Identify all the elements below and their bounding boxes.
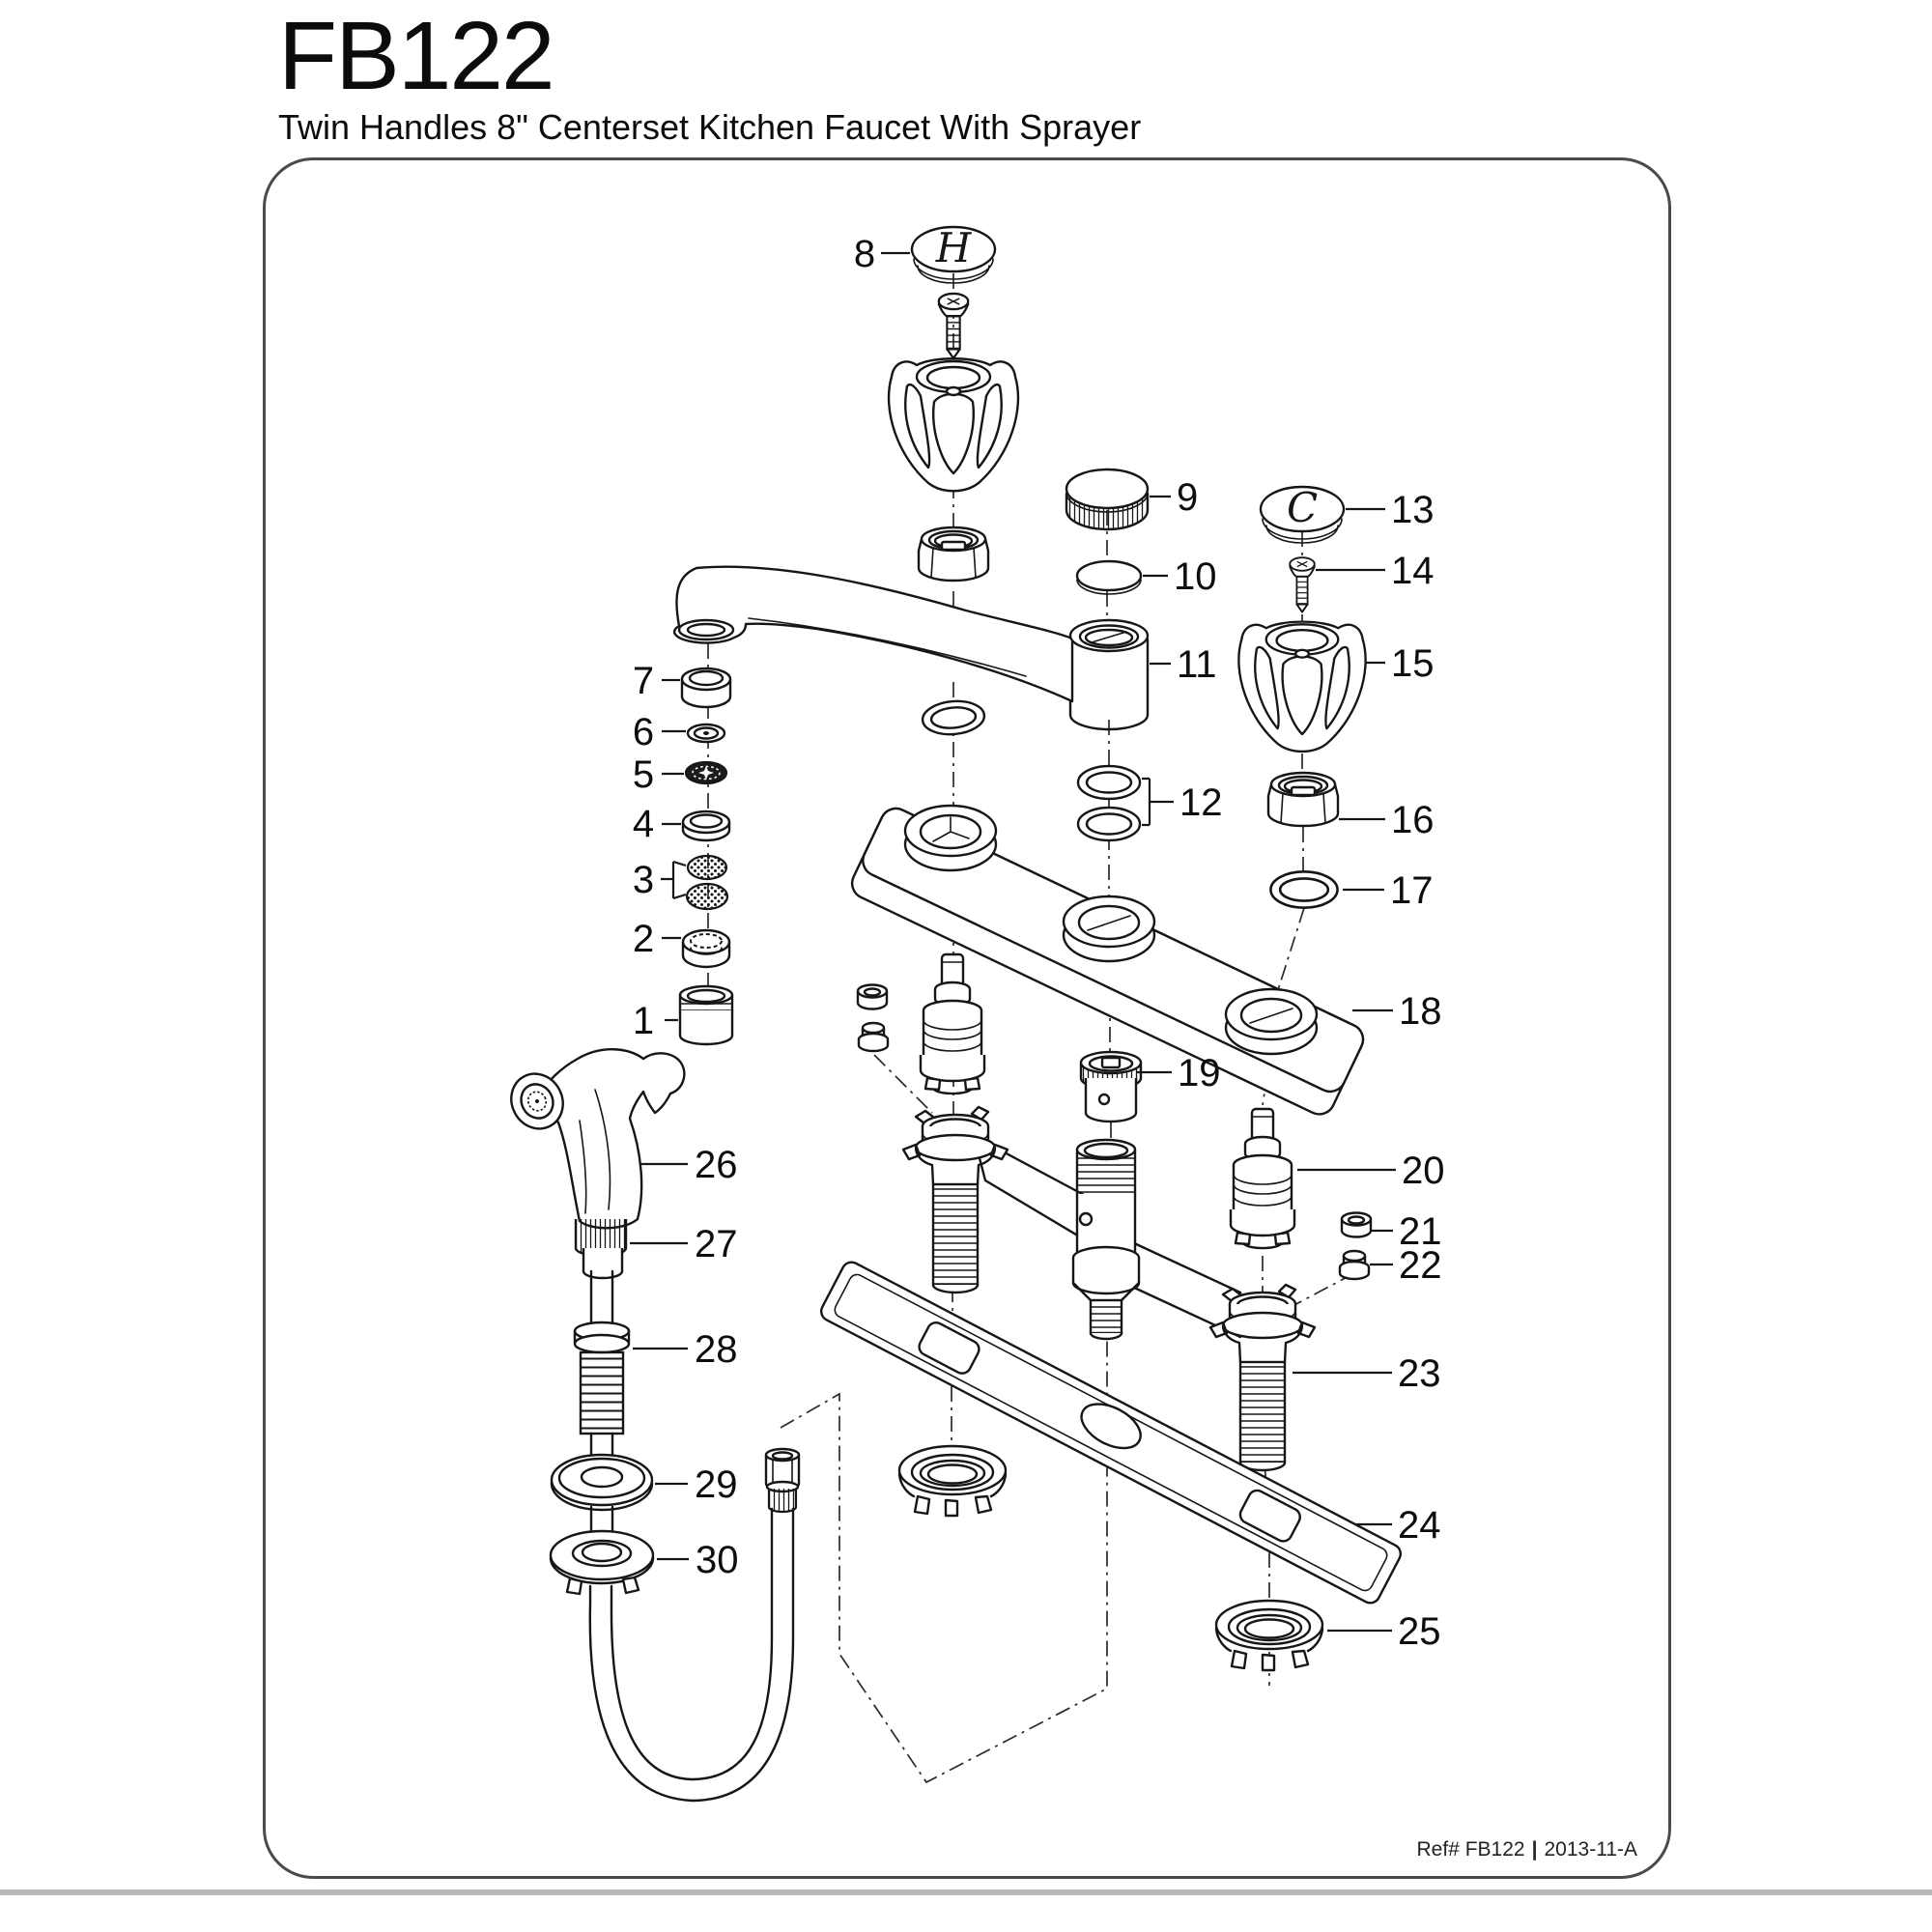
aerator-washer-6	[686, 723, 726, 744]
part-label-15: 15	[1391, 642, 1435, 685]
sprayer-nozzle	[510, 1072, 564, 1130]
faucet-body-drawing	[901, 1105, 1317, 1472]
callouts: 1 2 3 4 5 6 7 8 9 10 11 12 13 1	[630, 233, 1445, 1653]
footer-revision: 2013-11-A	[1544, 1838, 1637, 1861]
sprayer-drawing	[510, 1048, 801, 1803]
hot-cap-letter: H	[935, 224, 973, 271]
part-label-12: 12	[1179, 781, 1223, 824]
part-label-28: 28	[695, 1328, 738, 1371]
part-label-5: 5	[633, 753, 654, 796]
part-label-17: 17	[1390, 869, 1434, 912]
cold-handle-drawing	[1237, 620, 1367, 753]
deck-18-drawing	[850, 804, 1365, 1116]
seat-spring-hot	[857, 1021, 890, 1053]
handle-screw-hot	[937, 292, 970, 360]
part-label-22: 22	[1399, 1244, 1442, 1287]
spout-drawing	[672, 565, 1150, 731]
aerator-washer-4	[681, 810, 731, 842]
part-label-3: 3	[633, 859, 654, 901]
diverter-housing	[1071, 1138, 1141, 1341]
seat-seal-21	[1340, 1211, 1373, 1238]
hose-guide-28	[573, 1321, 631, 1354]
hose-corrugation	[579, 1350, 625, 1435]
part-label-6: 6	[633, 711, 654, 753]
part-label-18: 18	[1399, 990, 1442, 1033]
part-label-1: 1	[633, 1000, 654, 1042]
part-label-10: 10	[1174, 555, 1217, 598]
aerator-screen-5	[684, 760, 728, 785]
part-label-23: 23	[1398, 1352, 1441, 1395]
part-label-30: 30	[696, 1539, 739, 1581]
sprayer-washer-29	[550, 1453, 654, 1512]
cold-handle-nut-16	[1266, 771, 1340, 828]
aerator-housing-1	[678, 984, 734, 1046]
part-label-13: 13	[1391, 489, 1435, 531]
part-label-7: 7	[633, 660, 654, 702]
part-label-19: 19	[1178, 1052, 1221, 1094]
aerator-mesh-3b	[685, 882, 729, 911]
part-label-4: 4	[633, 803, 654, 845]
footer-reference: Ref# FB122 | 2013-11-A	[1058, 1838, 1637, 1861]
part-label-27: 27	[695, 1223, 738, 1265]
part-label-16: 16	[1391, 799, 1435, 841]
footer-ref-text: Ref# FB122	[1416, 1838, 1525, 1861]
cartridge-hot-drawing	[919, 952, 986, 1095]
aerator-insert-2	[681, 928, 731, 969]
aerator-stack-drawing	[678, 667, 734, 1046]
hot-handle-nut	[917, 526, 990, 582]
hot-handle-drawing	[887, 357, 1020, 493]
hose-nut	[764, 1447, 801, 1514]
sprayer-base-30	[549, 1529, 655, 1596]
part-label-26: 26	[695, 1144, 738, 1186]
part-label-11: 11	[1177, 643, 1217, 686]
disc-10-drawing	[1075, 559, 1143, 595]
page-subtitle: Twin Handles 8" Centerset Kitchen Faucet…	[278, 107, 1142, 147]
part-label-8: 8	[854, 233, 875, 275]
cartridge-cold-20-drawing	[1229, 1107, 1296, 1250]
cold-cap-letter: C	[1287, 484, 1318, 531]
hot-index-cap-8: H	[910, 224, 997, 284]
part-label-21: 21	[1399, 1210, 1442, 1253]
page-title: FB122	[278, 2, 555, 110]
part-label-9: 9	[1177, 476, 1198, 519]
diverter-19-drawing	[1079, 1050, 1143, 1123]
part-label-14: 14	[1391, 550, 1435, 592]
mounting-nut-25	[1214, 1599, 1324, 1672]
cold-index-cap-13: C	[1259, 484, 1346, 544]
mounting-nut-hot	[897, 1444, 1008, 1518]
seat-seal-hot	[856, 983, 889, 1010]
oring-12a	[1076, 764, 1142, 801]
part-label-24: 24	[1398, 1504, 1441, 1547]
aerator-ring-7	[680, 667, 732, 709]
part-label-20: 20	[1402, 1150, 1445, 1192]
spout-oring	[920, 697, 987, 738]
page-bottom-edge	[0, 1889, 1932, 1895]
part-label-29: 29	[695, 1463, 738, 1506]
footer-divider: |	[1531, 1838, 1538, 1861]
gasket-24-drawing	[819, 1261, 1403, 1605]
seat-spring-22	[1338, 1249, 1371, 1281]
handle-screw-cold	[1289, 556, 1316, 613]
cap-9-drawing	[1065, 468, 1150, 531]
part-label-25: 25	[1398, 1610, 1441, 1653]
aerator-mesh-3a	[686, 854, 728, 881]
part-label-2: 2	[633, 918, 654, 960]
oring-12b	[1076, 806, 1142, 842]
shank-hot	[901, 1105, 1009, 1294]
oring-17	[1269, 869, 1339, 910]
